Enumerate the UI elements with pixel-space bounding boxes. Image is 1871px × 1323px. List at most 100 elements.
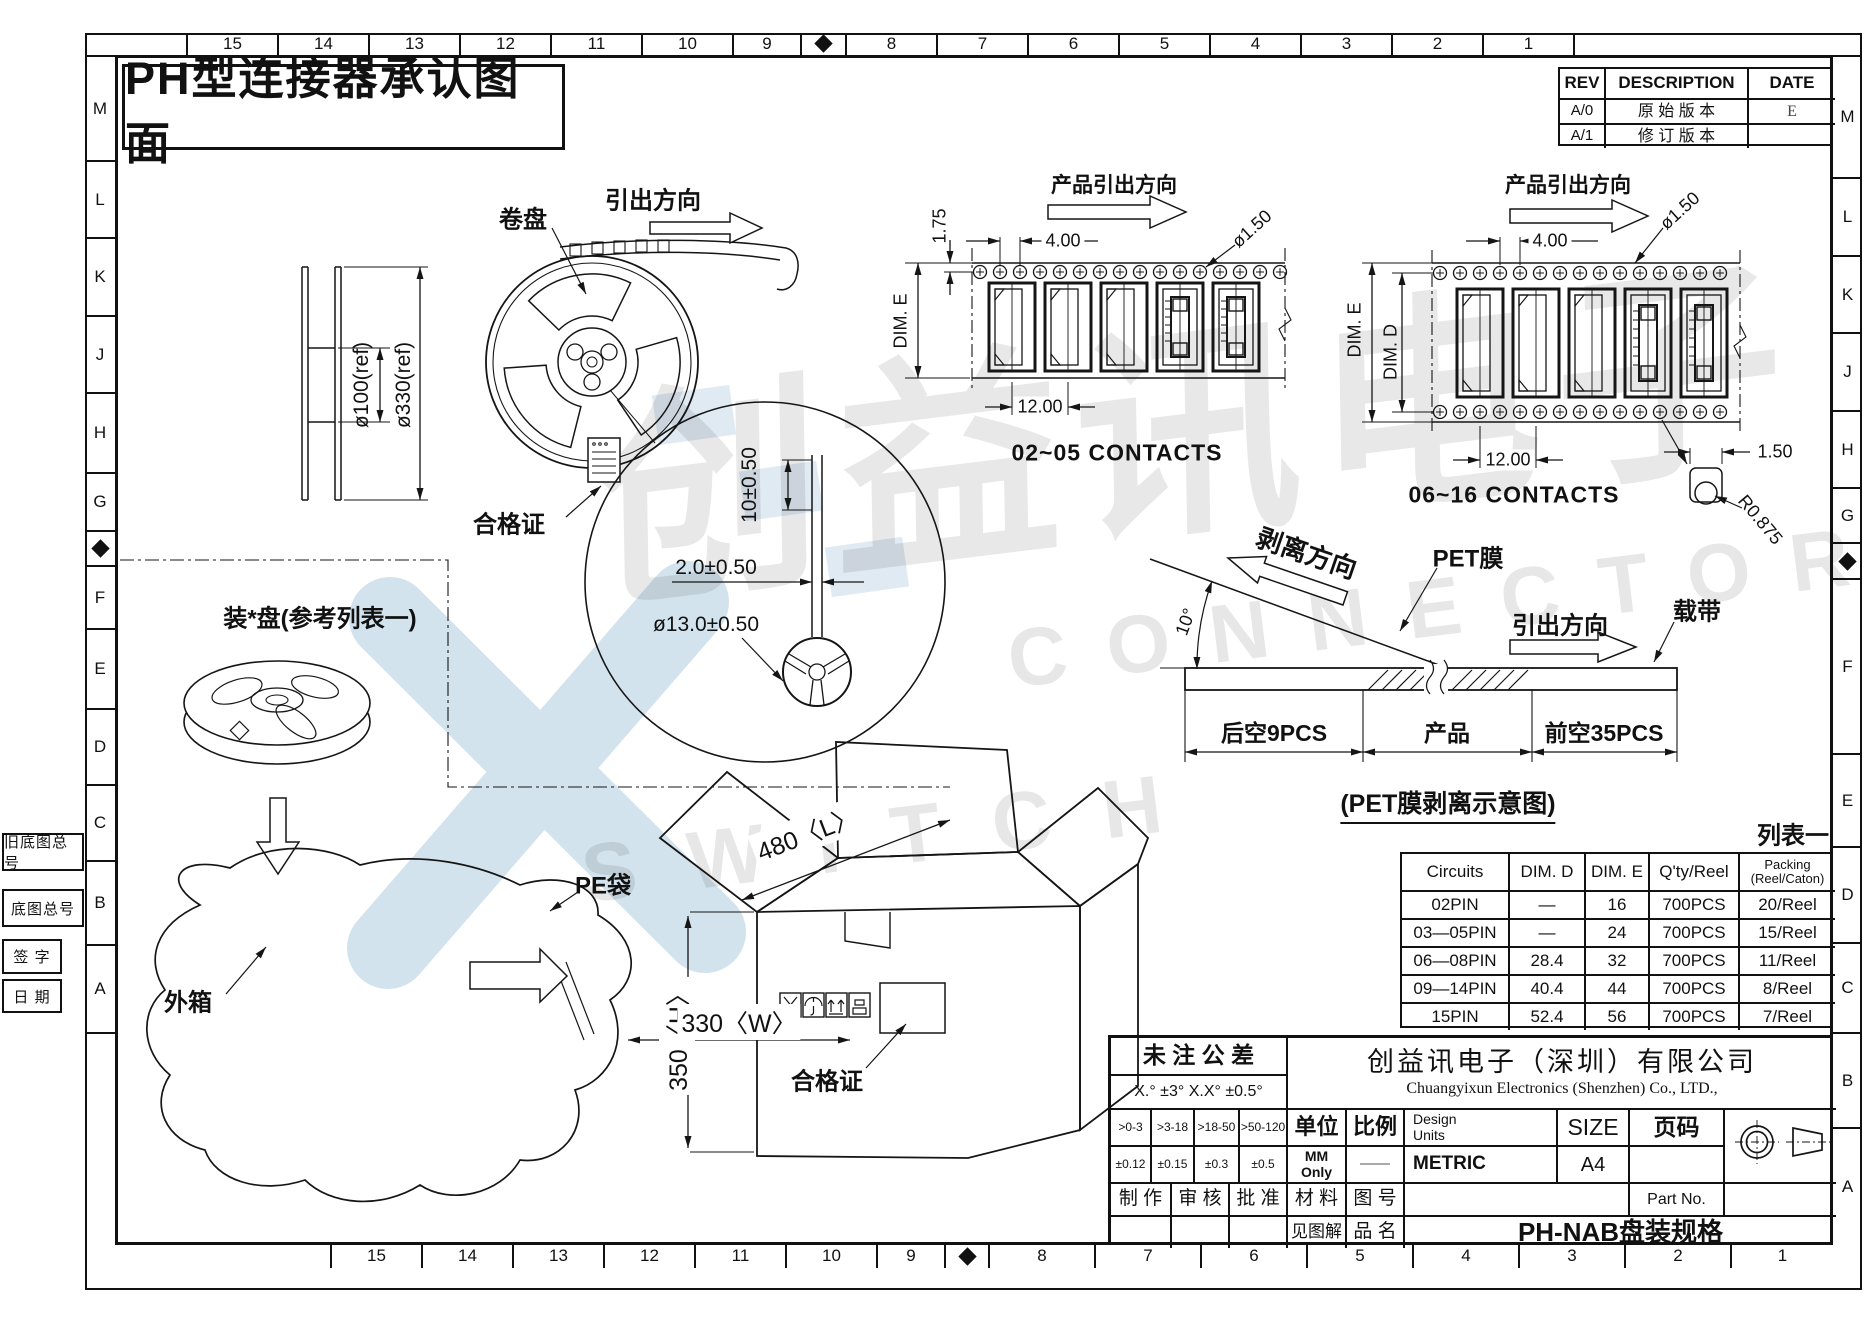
grid-row-label: B [85, 860, 115, 944]
tolerance-value: ±0.3 [1193, 1145, 1238, 1182]
rev-cell: E [1747, 98, 1835, 123]
reel-side-view [301, 266, 428, 501]
stacking-limit-icon [848, 992, 871, 1018]
part-no-label: Part No. [1628, 1182, 1723, 1215]
projection-angle-icon [1735, 1120, 1830, 1164]
grid-col-label: 1 [1730, 1245, 1833, 1268]
table-cell: 15PIN [1402, 1002, 1508, 1030]
grid-col-label: 11 [694, 1245, 785, 1268]
this-way-up-icon [825, 992, 848, 1018]
drawing-no-value [1403, 1182, 1628, 1215]
scale-value: —— [1345, 1145, 1403, 1182]
grid-col-label: 15 [330, 1245, 421, 1268]
reel-label: 卷盘 [499, 206, 547, 234]
design-units-line: Design [1413, 1111, 1457, 1128]
material-label: 材 料 [1286, 1182, 1345, 1215]
title-block: 未 注 公 差 X.° ±3° X.X° ±0.5° 创益讯电子（深圳）有限公司… [1108, 1035, 1836, 1248]
grid-col-label: 2 [1624, 1245, 1730, 1268]
range-header: >0-3 [1111, 1108, 1150, 1145]
zone-diamond-icon [1833, 542, 1862, 578]
pe-bag-label: PE袋 [574, 872, 632, 900]
grid-row-label: G [85, 472, 115, 530]
grid-col-label: 3 [1300, 33, 1391, 55]
maker-value [1111, 1215, 1170, 1248]
grid-col-label: 13 [512, 1245, 603, 1268]
segment-label: 前空35PCS [1544, 720, 1664, 746]
material-value: 见图解 [1286, 1215, 1345, 1248]
range-header: >50-120 [1238, 1108, 1286, 1145]
grid-row-label: A [1833, 1127, 1862, 1245]
company-block: 创益讯电子（深圳）有限公司 Chuangyixun Electronics (S… [1286, 1038, 1836, 1108]
grid-row-label: K [85, 237, 115, 315]
outer-box-label: 外箱 [164, 989, 212, 1017]
grid-row-label: D [85, 708, 115, 784]
table-cell: 16 [1584, 890, 1648, 918]
unit-label: 单位 [1286, 1108, 1345, 1145]
tape-06-16-drawing [1362, 198, 1750, 509]
grid-col-label: 13 [368, 33, 459, 55]
sheet-inner-border [115, 55, 1833, 1245]
table-cell: 8/Reel [1738, 974, 1835, 1002]
grid-row-label: J [1833, 332, 1862, 410]
grid-col-label: 1 [1482, 33, 1573, 55]
zone-diamond-icon [944, 1245, 988, 1268]
grid-col-label: 15 [186, 33, 277, 55]
pet-caption: (PET膜剥离示意图) [1340, 784, 1556, 824]
table-cell: 32 [1584, 946, 1648, 974]
grid-row-label: C [85, 784, 115, 860]
angle-tolerance: X.° ±3° X.X° ±0.5° [1111, 1074, 1286, 1108]
segment-label: 后空9PCS [1220, 720, 1328, 746]
master-no-box: 底图总号 [2, 889, 84, 927]
grid-col-label: 9 [876, 1245, 944, 1268]
grid-col-label: 5 [1118, 33, 1209, 55]
product-name-label: 品 名 [1345, 1215, 1403, 1248]
tape-title: 产品引出方向 [1505, 174, 1631, 197]
tolerance-title: 未 注 公 差 [1142, 1042, 1255, 1069]
size-label: SIZE [1556, 1108, 1628, 1145]
product-name-value: PH-NAB盘装规格 [1403, 1215, 1836, 1248]
segment-label: 产品 [1424, 720, 1470, 746]
grid-col-label: 8 [845, 33, 936, 55]
col-header: DIM. E [1584, 854, 1648, 890]
table-cell: 56 [1584, 1002, 1648, 1030]
grid-col-label: 12 [459, 33, 550, 55]
insert-arrow-icon [255, 797, 301, 876]
table-cell: 700PCS [1648, 918, 1738, 946]
packing-spec-table: Circuits DIM. D DIM. E Q'ty/Reel Packing… [1400, 852, 1835, 1030]
table-cell: 700PCS [1648, 974, 1738, 1002]
table-cell: — [1508, 918, 1584, 946]
range-header: >18-50 [1193, 1108, 1238, 1145]
rev-cell: A/1 [1560, 123, 1604, 148]
drawing-no-label: 图 号 [1345, 1182, 1403, 1215]
keep-dry-icon [802, 992, 825, 1018]
table-cell: 40.4 [1508, 974, 1584, 1002]
tape-title: 产品引出方向 [1051, 174, 1177, 197]
tolerance-value: ±0.5 [1238, 1145, 1286, 1182]
grid-row-label: L [1833, 177, 1862, 255]
table-cell: 02PIN [1402, 890, 1508, 918]
reel-hub-dim: ø100(ref) [350, 341, 373, 429]
dim-label: 12.00 [1481, 449, 1535, 471]
approver-label: 批 准 [1228, 1182, 1286, 1215]
rev-cell: A/0 [1560, 98, 1604, 123]
pullout-arrow-icon [649, 211, 764, 245]
table-cell: 06—08PIN [1402, 946, 1508, 974]
grid-col-label: 9 [732, 33, 800, 55]
grid-row-label: C [1833, 942, 1862, 1032]
maker-label: 制 作 [1111, 1182, 1170, 1215]
hub-detail-view [584, 389, 946, 763]
grid-col-label: 3 [1518, 1245, 1624, 1268]
dim-label: DIM. E [1344, 302, 1365, 358]
approver-value [1228, 1215, 1286, 1248]
grid-col-label: 12 [603, 1245, 694, 1268]
table-cell: 700PCS [1648, 946, 1738, 974]
tape-caption: 06~16 CONTACTS [1408, 481, 1620, 508]
checker-label: 审 核 [1170, 1182, 1228, 1215]
table-cell: 20/Reel [1738, 890, 1835, 918]
pullout-direction-label: 引出方向 [1512, 612, 1608, 640]
grid-row-label: E [85, 628, 115, 708]
dim-label: 4.00 [1528, 230, 1572, 252]
col-header: Circuits [1426, 861, 1484, 881]
grid-row-label: B [1833, 1032, 1862, 1127]
rev-header: REV [1564, 73, 1600, 93]
